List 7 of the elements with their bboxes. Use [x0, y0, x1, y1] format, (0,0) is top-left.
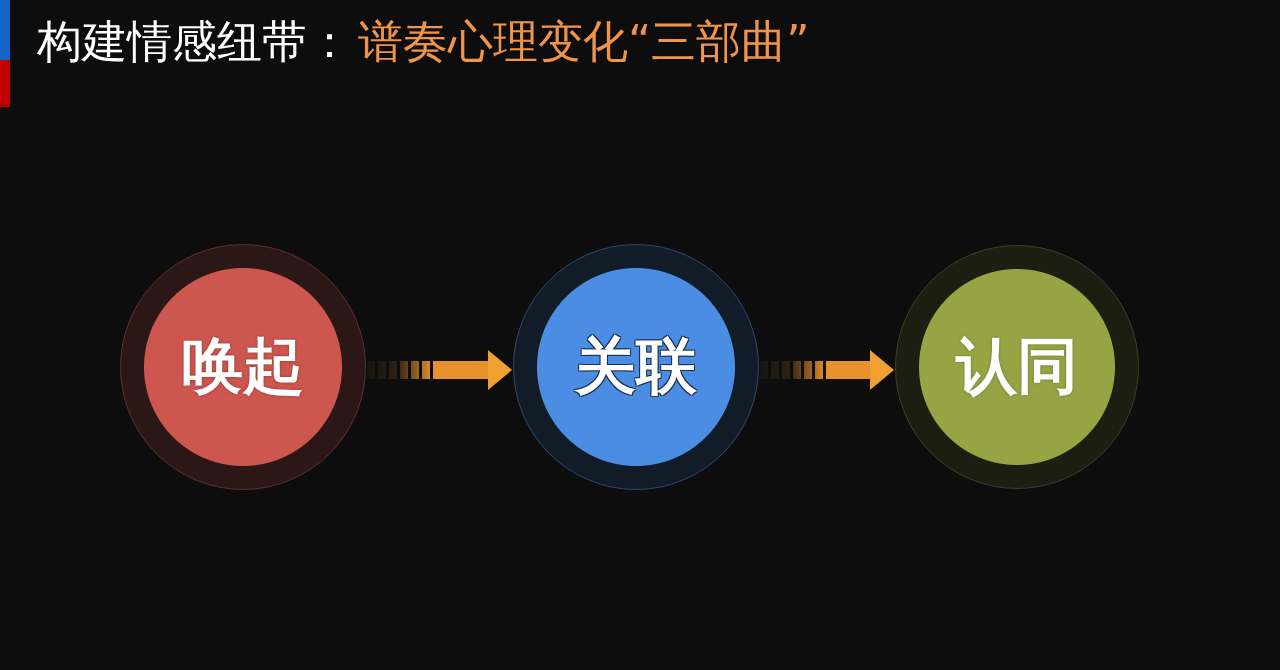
slide-subtitle: 谱奏心理变化“三部曲”: [358, 14, 810, 70]
circle-node: 关联: [513, 244, 759, 490]
circle-node: 唤起: [120, 244, 366, 490]
arrow: [760, 350, 894, 390]
arrow: [367, 350, 512, 390]
slide-title: 构建情感纽带：: [37, 14, 352, 70]
circle-node: 认同: [895, 245, 1139, 489]
